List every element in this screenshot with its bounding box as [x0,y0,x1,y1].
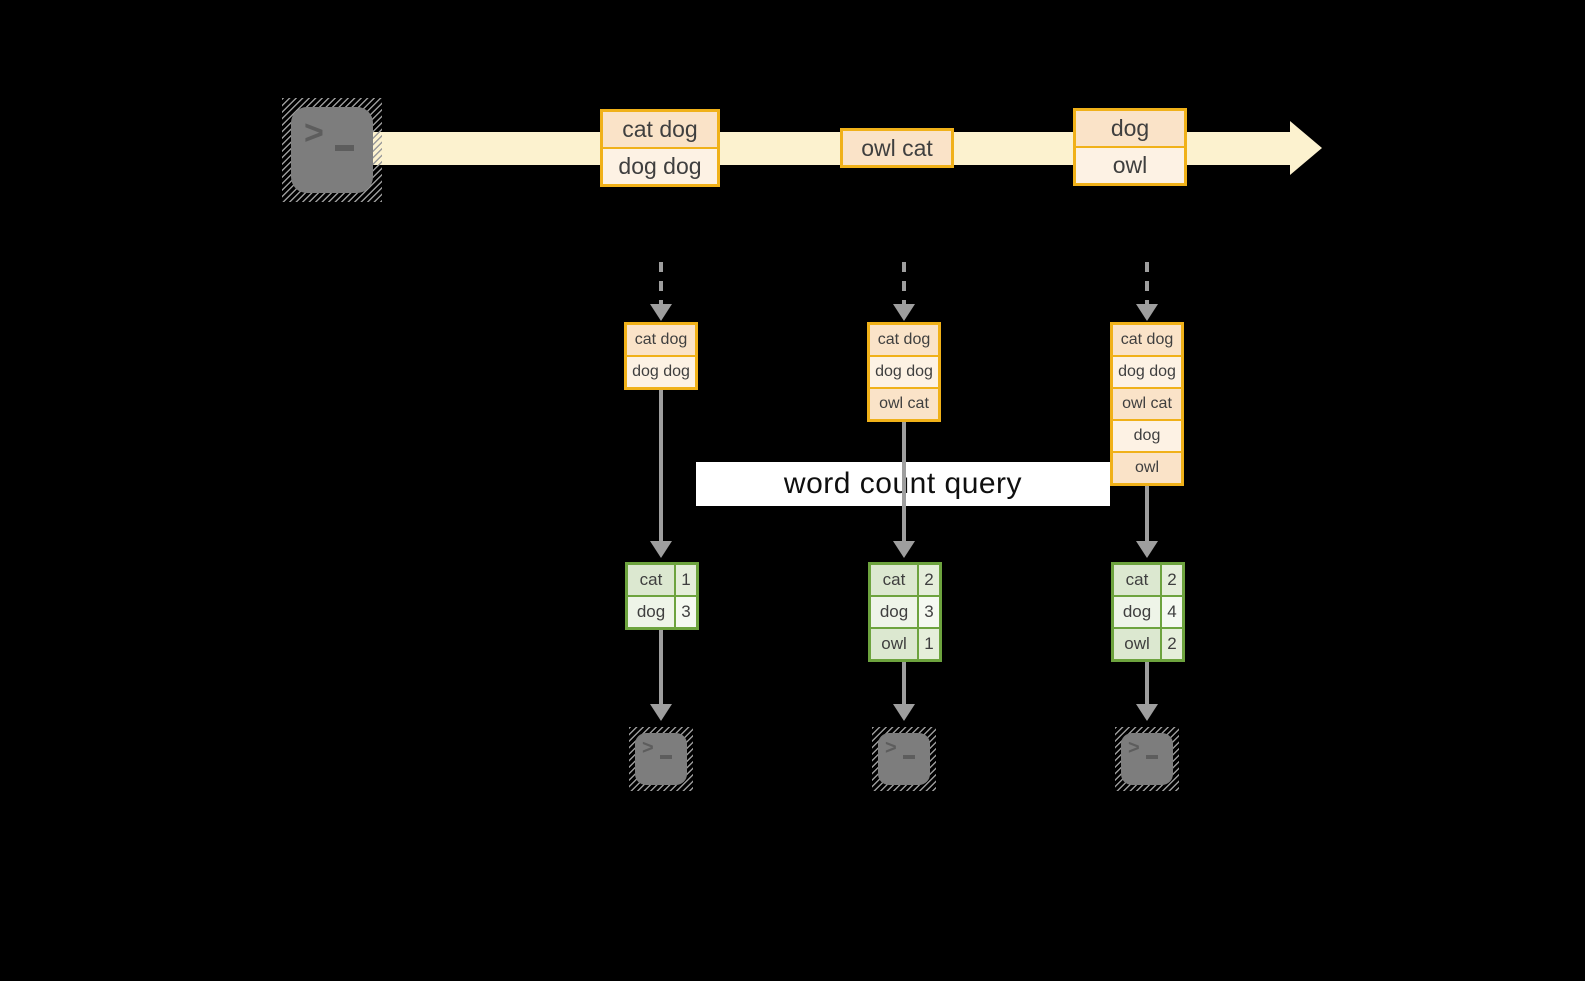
stack-row: cat dog [627,325,695,355]
sink-terminal-icon-2: > [872,727,936,791]
word-cell: dog [628,597,674,627]
terminal-prompt-icon: > [642,737,654,759]
stack-row: cat dog [870,325,938,355]
stream-batch-2: owl cat [840,128,954,168]
terminal-screen: > [635,733,687,785]
dashed-arrow-shaft [659,262,663,305]
output-arrow-head-icon [650,704,672,721]
table-row: owl 1 [871,629,939,659]
word-cell: cat [628,565,674,595]
query-arrow-head-icon [650,541,672,558]
terminal-screen: > [1121,733,1173,785]
accumulated-stack-2: cat dog dog dog owl cat [867,322,941,422]
word-count-table-2: cat 2 dog 3 owl 1 [868,562,942,662]
table-row: cat 2 [871,565,939,595]
stream-arrow-head-icon [1290,121,1322,175]
word-cell: owl [871,629,917,659]
query-arrow-shaft [1145,484,1149,542]
terminal-cursor-icon [660,755,672,759]
count-cell: 3 [919,597,939,627]
stream-record: owl [1076,148,1184,183]
stream-record: cat dog [603,112,717,147]
output-arrow-head-icon [893,704,915,721]
dashed-arrow-head-icon [893,304,915,321]
table-row: cat 1 [628,565,696,595]
table-row: cat 2 [1114,565,1182,595]
word-count-table-3: cat 2 dog 4 owl 2 [1111,562,1185,662]
dashed-arrow-shaft [902,262,906,305]
count-cell: 2 [1162,629,1182,659]
stream-record: dog [1076,111,1184,146]
count-cell: 4 [1162,597,1182,627]
table-row: owl 2 [1114,629,1182,659]
accumulated-stack-3: cat dog dog dog owl cat dog owl [1110,322,1184,486]
terminal-prompt-icon: > [885,737,897,759]
query-arrow-shaft [659,388,663,542]
count-cell: 2 [919,565,939,595]
stack-row: dog dog [1113,357,1181,387]
output-arrow-shaft [659,629,663,705]
accumulated-stack-1: cat dog dog dog [624,322,698,390]
word-cell: cat [1114,565,1160,595]
terminal-cursor-icon [335,145,354,151]
output-arrow-head-icon [1136,704,1158,721]
sink-terminal-icon-1: > [629,727,693,791]
stack-row: dog dog [870,357,938,387]
word-count-table-1: cat 1 dog 3 [625,562,699,630]
stream-batch-1: cat dog dog dog [600,109,720,187]
terminal-prompt-icon: > [1128,737,1140,759]
count-cell: 2 [1162,565,1182,595]
table-row: dog 3 [871,597,939,627]
query-arrow-head-icon [893,541,915,558]
query-arrow-shaft [902,420,906,542]
stream-batch-3: dog owl [1073,108,1187,186]
terminal-cursor-icon [1146,755,1158,759]
output-arrow-shaft [902,661,906,705]
terminal-cursor-icon [903,755,915,759]
count-cell: 1 [676,565,696,595]
source-terminal-icon: > [282,98,382,202]
table-row: dog 4 [1114,597,1182,627]
stack-row: dog [1113,421,1181,451]
terminal-screen: > [291,107,373,193]
word-cell: cat [871,565,917,595]
stack-row: owl [1113,453,1181,483]
output-arrow-shaft [1145,661,1149,705]
word-cell: owl [1114,629,1160,659]
terminal-prompt-icon: > [304,114,324,152]
stack-row: owl cat [870,389,938,419]
count-cell: 3 [676,597,696,627]
sink-terminal-icon-3: > [1115,727,1179,791]
stack-row: cat dog [1113,325,1181,355]
dashed-arrow-shaft [1145,262,1149,305]
word-cell: dog [1114,597,1160,627]
query-arrow-head-icon [1136,541,1158,558]
terminal-screen: > [878,733,930,785]
dashed-arrow-head-icon [650,304,672,321]
count-cell: 1 [919,629,939,659]
table-row: dog 3 [628,597,696,627]
stack-row: dog dog [627,357,695,387]
stream-record: dog dog [603,149,717,184]
dashed-arrow-head-icon [1136,304,1158,321]
stream-record: owl cat [843,131,951,165]
stack-row: owl cat [1113,389,1181,419]
word-cell: dog [871,597,917,627]
